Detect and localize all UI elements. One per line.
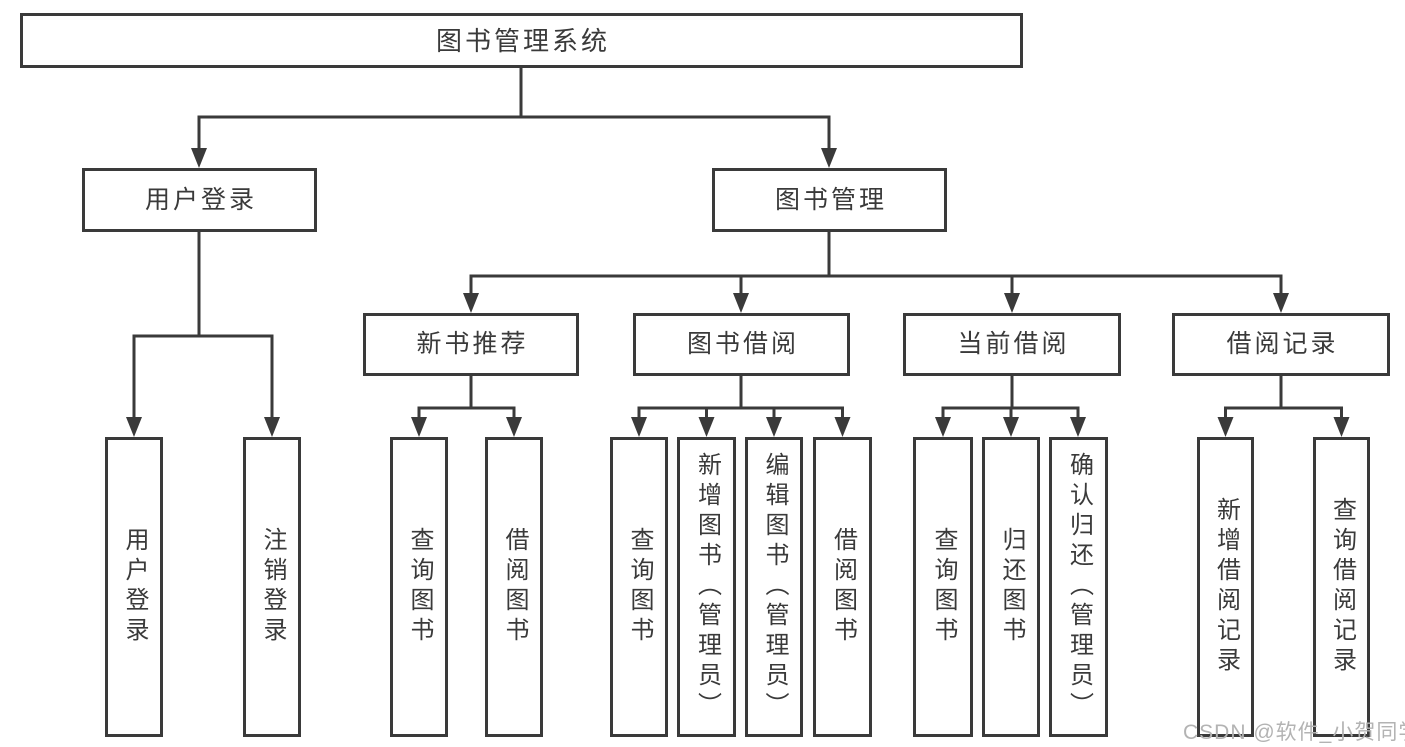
node-library-management-system: 图书管理系统	[20, 13, 1023, 68]
csdn-watermark: CSDN @软件_小贺同学	[1183, 721, 1405, 744]
node-book-management: 图书管理	[712, 168, 947, 232]
leaf-borrow-books-borrow: 借阅图书	[813, 437, 872, 737]
leaf-query-borrow-record: 查询借阅记录	[1313, 437, 1370, 737]
leaf-edit-books-admin: 编辑图书（管理员）	[745, 437, 803, 737]
connector-book-borrow-to-leaves	[631, 376, 851, 437]
leaf-query-books-recommend: 查询图书	[390, 437, 448, 737]
leaf-borrow-books-recommend: 借阅图书	[485, 437, 543, 737]
leaf-add-borrow-record: 新增借阅记录	[1197, 437, 1254, 737]
connector-root-to-level2	[191, 68, 837, 168]
leaf-query-books-borrow: 查询图书	[610, 437, 668, 737]
leaf-logout-login: 注销登录	[243, 437, 301, 737]
connector-user-login-to-leaves	[126, 232, 280, 437]
leaf-confirm-return-admin: 确认归还（管理员）	[1049, 437, 1108, 737]
node-new-book-recommendation: 新书推荐	[363, 313, 579, 376]
connector-borrow-records-to-leaves	[1217, 376, 1350, 437]
node-book-borrowing: 图书借阅	[633, 313, 850, 376]
leaf-user-login: 用户登录	[105, 437, 163, 737]
connector-book-mgmt-to-level3	[463, 232, 1289, 313]
connector-new-book-to-leaves	[411, 376, 522, 437]
node-user-login: 用户登录	[82, 168, 317, 232]
leaf-query-books-current: 查询图书	[913, 437, 973, 737]
node-current-borrowing: 当前借阅	[903, 313, 1121, 376]
leaf-return-books: 归还图书	[982, 437, 1040, 737]
connector-current-borrow-to-leaves	[935, 376, 1086, 437]
leaf-add-books-admin: 新增图书（管理员）	[677, 437, 736, 737]
node-borrowing-records: 借阅记录	[1172, 313, 1390, 376]
